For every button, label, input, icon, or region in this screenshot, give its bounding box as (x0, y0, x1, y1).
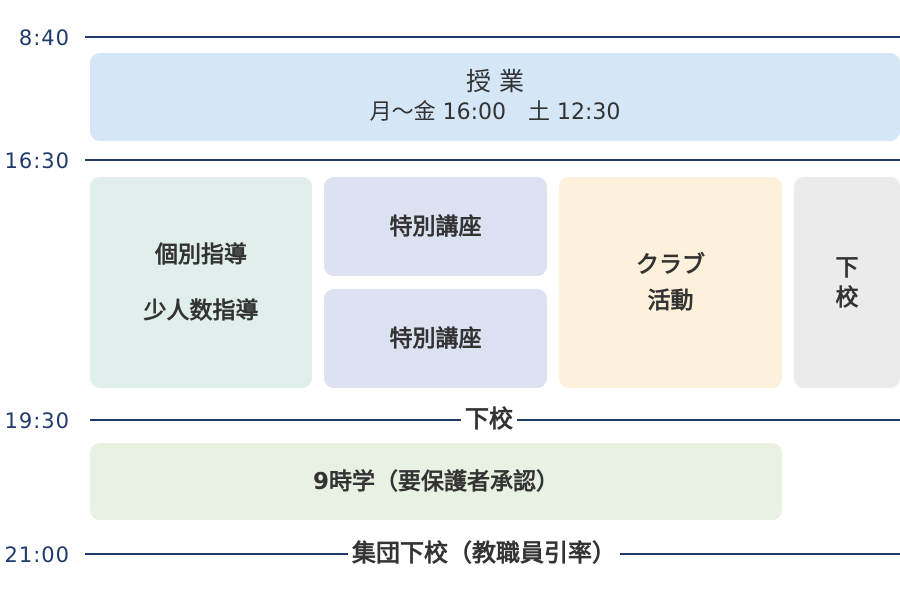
special-lecture-block-top: 特別講座 (324, 177, 547, 276)
activity-label: 活動 (647, 287, 694, 314)
dismissal-char-2: 校 (835, 284, 859, 311)
time-label-1630: 16:30 (4, 149, 70, 173)
small-group-guidance-label: 少人数指導 (143, 297, 259, 324)
group-dismissal-label: 集団下校（教職員引率） (348, 538, 620, 568)
club-label: クラブ (636, 251, 705, 278)
timeline-1630 (85, 159, 900, 161)
lesson-subtitle: 月～金 16:00 土 12:30 (369, 100, 621, 125)
special-lecture-label-top: 特別講座 (389, 213, 482, 240)
time-label-2100: 21:00 (4, 543, 70, 567)
dismissal-1930-label: 下校 (461, 404, 517, 434)
extended-stay-block: 9時学（要保護者承認） (90, 443, 782, 520)
individual-guidance-block: 個別指導 少人数指導 (90, 177, 312, 388)
time-label-0840: 8:40 (18, 26, 70, 50)
club-activity-block: クラブ 活動 (559, 177, 782, 388)
timeline-0840 (85, 36, 900, 38)
individual-guidance-label: 個別指導 (155, 241, 247, 268)
extended-stay-label: 9時学（要保護者承認） (312, 468, 559, 495)
special-lecture-label-bottom: 特別講座 (389, 325, 482, 352)
special-lecture-block-bottom: 特別講座 (324, 289, 547, 388)
lesson-title: 授 業 (466, 67, 524, 96)
dismissal-char-1: 下 (835, 254, 859, 281)
time-label-1930: 19:30 (4, 409, 70, 433)
dismissal-block: 下 校 (794, 177, 900, 388)
lesson-block: 授 業 月～金 16:00 土 12:30 (90, 53, 900, 141)
